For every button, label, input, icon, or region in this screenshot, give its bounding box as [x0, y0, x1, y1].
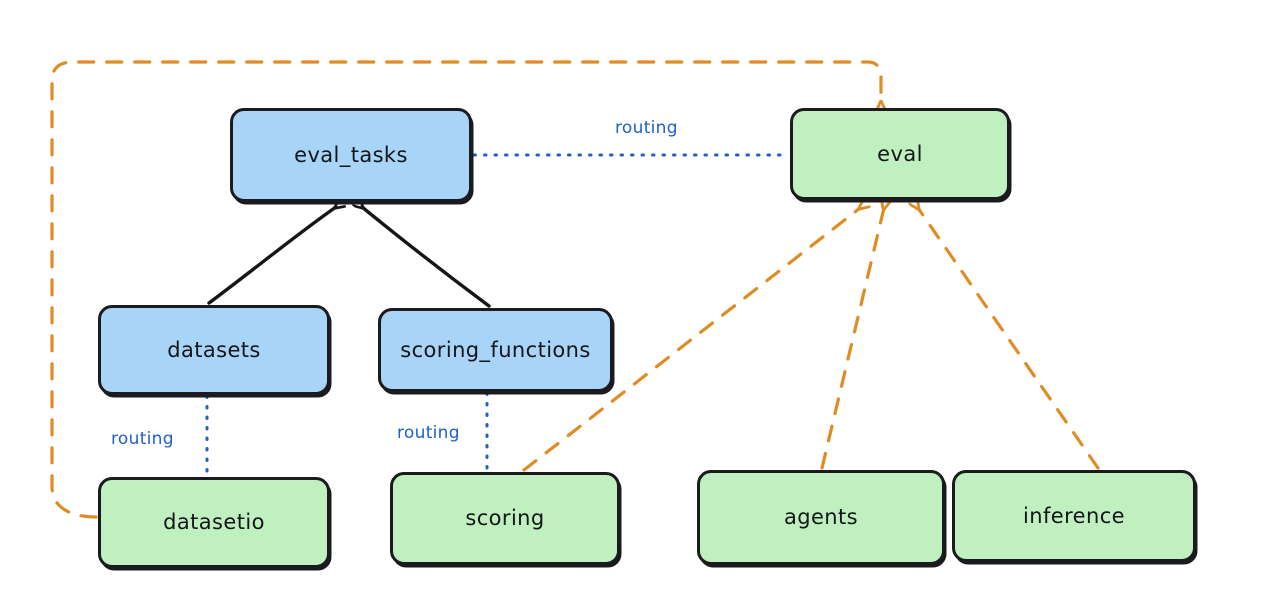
node-label-agents: agents: [783, 505, 858, 529]
node-datasets[interactable]: datasets: [98, 305, 330, 395]
node-label-eval: eval: [877, 141, 923, 166]
node-scoring-functions[interactable]: scoring_functions: [378, 308, 613, 392]
node-eval[interactable]: eval: [790, 108, 1010, 200]
edge-datasets-to-eval-tasks: [207, 207, 336, 305]
edge-label-routing-datasetio: routing: [111, 429, 174, 449]
edge-scoring-functions-to-eval-tasks: [362, 207, 491, 308]
node-datasetio[interactable]: datasetio: [98, 477, 330, 568]
node-eval-tasks[interactable]: eval_tasks: [230, 108, 472, 202]
node-label-datasetio: datasetio: [163, 510, 265, 534]
node-label-scoring: scoring: [465, 506, 545, 530]
node-scoring[interactable]: scoring: [390, 472, 620, 565]
node-label-datasets: datasets: [167, 337, 261, 362]
node-label-inference: inference: [1023, 503, 1125, 528]
edge-label-routing-eval: routing: [615, 118, 678, 138]
node-label-scoring-functions: scoring_functions: [400, 337, 591, 362]
edge-inference-to-eval: [918, 208, 1100, 470]
node-label-eval-tasks: eval_tasks: [294, 142, 408, 167]
node-inference[interactable]: inference: [952, 470, 1196, 562]
node-agents[interactable]: agents: [697, 470, 945, 565]
edge-agents-to-eval: [820, 208, 884, 470]
edge-label-routing-scoring: routing: [397, 423, 460, 443]
